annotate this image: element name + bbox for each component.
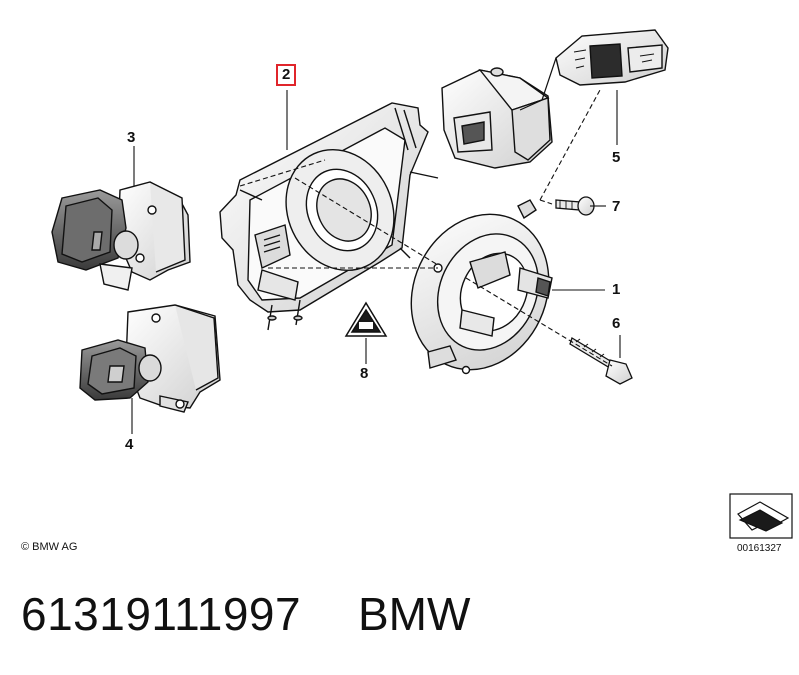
copyright-text: © BMW AG — [21, 541, 78, 553]
callout-5: 5 — [612, 149, 621, 166]
callout-6: 6 — [612, 315, 621, 332]
clock-spring-part — [410, 199, 553, 375]
leader-lines — [131, 89, 621, 434]
callout-3: 3 — [127, 129, 136, 146]
part-number-caption: 61319111997 — [21, 588, 302, 640]
steering-lock-part — [51, 181, 191, 291]
lock-cylinder-part — [79, 304, 221, 413]
long-bolt-part — [569, 337, 633, 385]
direction-arrow-icon — [729, 493, 793, 539]
brand-caption: BMW — [358, 588, 471, 640]
diagram-id-text: 00161327 — [737, 543, 782, 554]
callout-4: 4 — [125, 436, 134, 453]
callout-7: 7 — [612, 198, 621, 215]
callout-2: 2 — [276, 64, 297, 86]
short-screw-part — [555, 196, 595, 216]
warning-label-part — [344, 301, 388, 337]
control-module-part — [441, 29, 669, 169]
callout-1: 1 — [612, 281, 621, 298]
housing-frame-part — [219, 102, 439, 331]
callout-8: 8 — [360, 365, 369, 382]
